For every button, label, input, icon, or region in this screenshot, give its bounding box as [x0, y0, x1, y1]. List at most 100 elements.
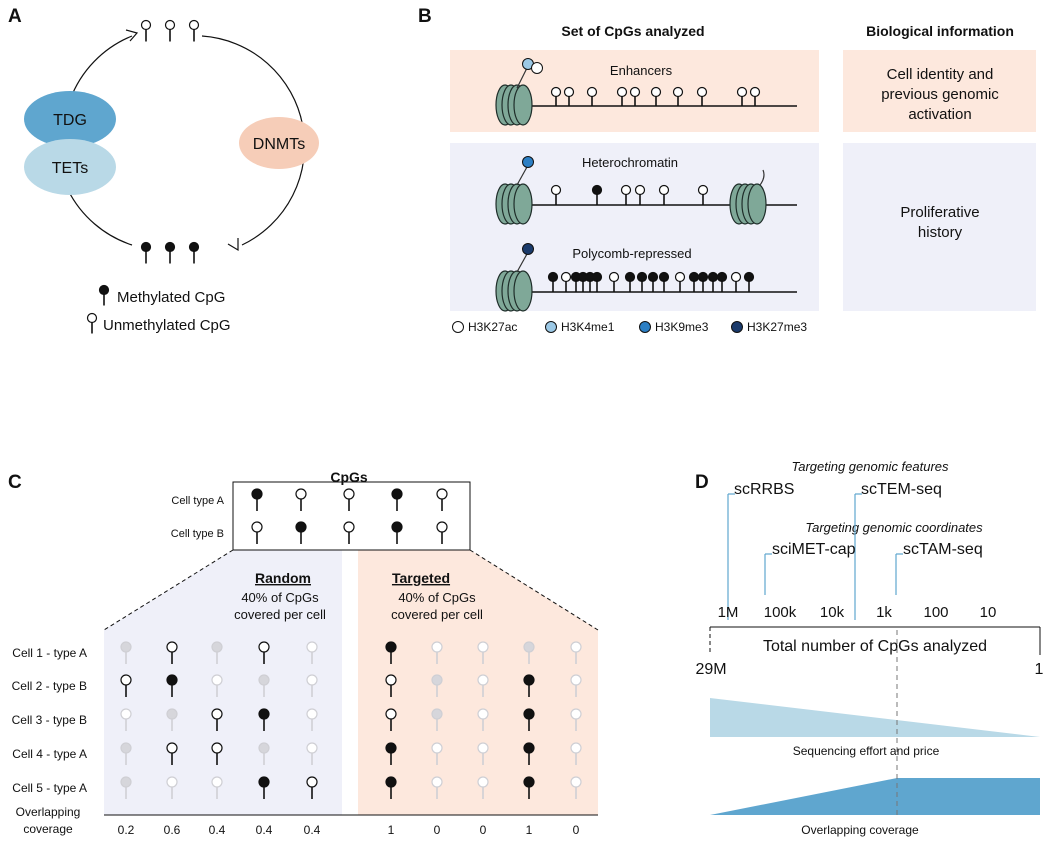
unmethylated-cpg-icon — [343, 521, 355, 544]
dnmts-label: DNMTs — [253, 136, 305, 153]
random-sub-2: covered per cell — [234, 607, 326, 622]
cell-label: Cell 4 - type A — [12, 747, 87, 761]
methylated-cpg-icon — [591, 184, 603, 205]
unmethylated-cpg-icon — [550, 86, 562, 107]
unmethylated-cpg-icon — [697, 184, 709, 205]
unmethylated-cpg-icon — [86, 312, 98, 334]
unmethylated-cpg-icon — [306, 776, 318, 799]
unmethylated-cpg-icon — [211, 674, 223, 697]
legend-h3k9me3-label: H3K9me3 — [655, 320, 709, 334]
unmethylated-cpg-icon — [385, 708, 397, 731]
legend-h3k27ac-icon — [452, 321, 464, 333]
unmethylated-cpg-icon — [563, 86, 575, 107]
random-title: Random — [255, 570, 311, 586]
methylated-cpg-icon — [258, 742, 270, 765]
unmethylated-cpg-icon — [674, 271, 686, 292]
targeted-coverage-value: 1 — [526, 823, 533, 837]
unmethylated-cpg-icon — [730, 271, 742, 292]
methylated-cpg-icon — [164, 241, 176, 264]
heterochromatin-cpgs — [550, 184, 709, 205]
methylated-cpg-icon — [547, 271, 559, 292]
unmethylated-cpg-icon — [166, 776, 178, 799]
methylated-cpg-icon — [258, 708, 270, 731]
unmethylated-cpg-icon — [477, 641, 489, 664]
unmethylated-cpg-icon — [166, 742, 178, 765]
panel-c: C CpGs Cell type A Cell type B Random 40… — [8, 469, 599, 837]
unmethylated-cpg-icon — [431, 776, 443, 799]
panel-d-label: D — [695, 472, 709, 493]
unmethylated-cpg-icon — [570, 776, 582, 799]
legend-h3k9me3-icon — [639, 321, 651, 333]
group-features-label: Targeting genomic features — [791, 459, 949, 474]
unmethylated-cpg-icon — [477, 776, 489, 799]
methylated-cpg-icon — [624, 271, 636, 292]
tdg-ellipse — [24, 91, 116, 147]
unmethylated-cpg-icon — [211, 708, 223, 731]
random-coverage-value: 0.6 — [164, 823, 181, 837]
info-proliferative-line-1: Proliferative — [900, 204, 979, 221]
legend-h3k27me3-icon — [731, 321, 743, 333]
panel-c-label: C — [8, 472, 22, 493]
targeted-coverage-value: 1 — [388, 823, 395, 837]
panel-a-label: A — [8, 6, 22, 27]
dnmts-ellipse — [239, 117, 319, 169]
methylated-cpg-icon — [258, 776, 270, 799]
legend-pins — [86, 284, 110, 334]
info-enhancers-box — [843, 50, 1036, 132]
targeted-coverage-value: 0 — [480, 823, 487, 837]
methylated-cpg-icon — [391, 521, 403, 544]
mark-stalk — [516, 253, 528, 273]
legend-h3k27ac-label: H3K27ac — [468, 320, 517, 334]
unmethylated-cpg-icon — [306, 708, 318, 731]
methylated-cpg-icon — [166, 708, 178, 731]
tets-label: TETs — [52, 160, 88, 177]
targeted-sub-1: 40% of CpGs — [398, 590, 476, 605]
unmethylated-cpg-icon — [749, 86, 761, 107]
unmethylated-cpg-icon — [550, 184, 562, 205]
nucleosome-icon — [495, 84, 533, 126]
targeted-coverage-value: 0 — [573, 823, 580, 837]
polycomb-label: Polycomb-repressed — [572, 246, 691, 261]
group-coordinates-label: Targeting genomic coordinates — [805, 520, 983, 535]
unmethylated-cpg-icon — [306, 674, 318, 697]
cycle-arc-left — [67, 189, 133, 246]
sctem-label: scTEM-seq — [861, 481, 942, 498]
cpgs-title: CpGs — [330, 469, 368, 485]
tick-10k: 10k — [820, 604, 845, 621]
unmethylated-cpg-icon — [431, 641, 443, 664]
unmethylated-cpg-icon — [120, 708, 132, 731]
legend-methylated-label: Methylated CpG — [117, 289, 225, 306]
scimet-label: sciMET-cap — [772, 541, 856, 558]
methylated-cpg-icon — [120, 776, 132, 799]
unmethylated-cpg-icon — [672, 86, 684, 107]
unmethylated-cpg-icon — [586, 86, 598, 107]
unmethylated-cpg-icon — [477, 708, 489, 731]
tick-10: 10 — [980, 604, 997, 621]
tick-100k: 100k — [764, 604, 797, 621]
methylated-cpg-icon — [658, 271, 670, 292]
mark-stalk — [516, 67, 528, 89]
legend-h3k4me1-icon — [545, 321, 557, 333]
enhancer-cpgs — [550, 86, 761, 107]
methylated-cpg-icon — [523, 776, 535, 799]
nucleosome-icon — [495, 183, 533, 225]
methylated-cpg-icon — [584, 271, 596, 292]
unmethylated-cpg-row — [140, 19, 200, 42]
unmethylated-cpg-icon — [570, 742, 582, 765]
random-coverage-value: 0.4 — [256, 823, 273, 837]
panel-d: D Targeting genomic features Targeting g… — [695, 459, 1044, 837]
random-sub-1: 40% of CpGs — [241, 590, 319, 605]
heterochromatin-label: Heterochromatin — [582, 155, 678, 170]
methylated-cpg-icon — [295, 521, 307, 544]
unmethylated-cpg-icon — [570, 674, 582, 697]
methylated-cpg-icon — [98, 284, 110, 306]
unmethylated-cpg-icon — [164, 19, 176, 42]
methylated-cpg-icon — [743, 271, 755, 292]
random-region — [104, 550, 342, 815]
methylated-cpg-icon — [140, 241, 152, 264]
mark-stalk — [759, 169, 765, 186]
axis-end-label: 1 — [1035, 661, 1044, 678]
unmethylated-cpg-icon — [140, 19, 152, 42]
unmethylated-cpg-icon — [616, 86, 628, 107]
info-enhancers-line-1: Cell identity and — [887, 66, 994, 83]
